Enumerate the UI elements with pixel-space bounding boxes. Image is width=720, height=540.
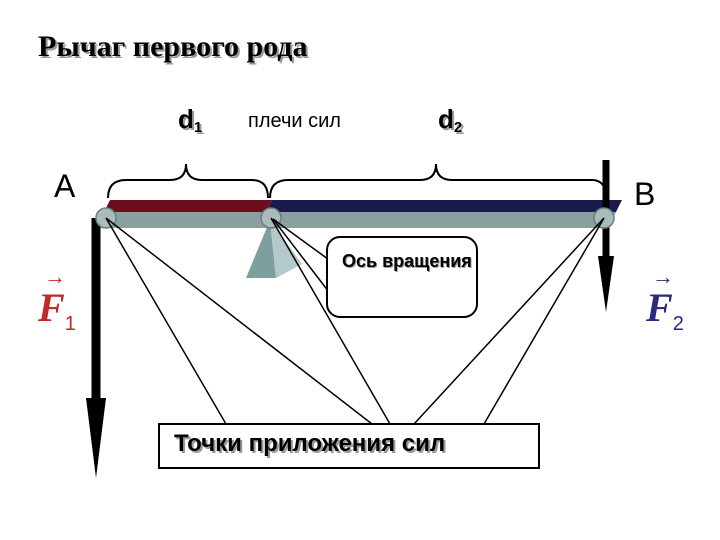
arms-caption: плечи сил — [248, 110, 341, 132]
force-f2-label: → F2 — [646, 264, 684, 336]
application-points-callout: Точки приложения сил — [158, 423, 540, 469]
beam-top-d2 — [266, 200, 622, 212]
axis-callout-line — [272, 218, 333, 297]
pivot-side — [270, 220, 302, 278]
force-f2-arrow — [598, 256, 614, 312]
points-callout-line — [105, 217, 373, 425]
points-callout-line — [413, 217, 605, 425]
vector-arrow-icon: → — [44, 264, 66, 289]
points-callout-line — [483, 217, 605, 425]
points-callout-line — [105, 217, 227, 425]
page-title: Рычаг первого рода — [38, 30, 308, 63]
d1-brace — [107, 163, 269, 199]
force-f1-arrow — [86, 398, 106, 478]
points-callout-line — [270, 217, 391, 425]
pivot-front — [246, 220, 276, 278]
force-f1-label: → F1 — [38, 264, 76, 336]
beam-bottom — [100, 212, 616, 228]
point-b-label: B — [634, 176, 656, 212]
point-a-label: A — [54, 168, 76, 204]
rotation-axis-callout: Ось вращения — [326, 236, 478, 318]
axis-callout-line — [272, 218, 333, 263]
arm-d2-label: d2 — [438, 104, 463, 136]
arm-d1-label: d1 — [178, 104, 203, 136]
d2-brace — [269, 163, 607, 199]
vector-arrow-icon: → — [652, 264, 674, 289]
beam-top-d1 — [104, 200, 272, 212]
